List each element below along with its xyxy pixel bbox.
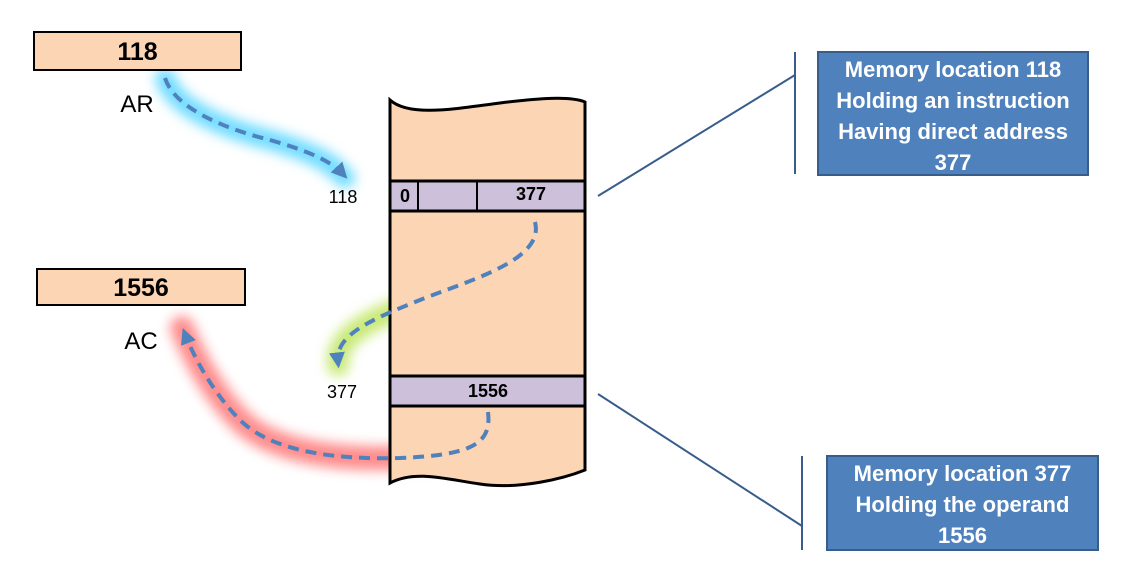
instruction-callout-line3: Having direct address <box>838 119 1068 144</box>
operand-callout-connector <box>597 393 803 527</box>
ar-to-memory-arrow <box>163 77 348 179</box>
operand-address-label: 377 <box>327 382 357 402</box>
ac-register-value: 1556 <box>113 274 169 302</box>
operand-to-ac-arrow <box>180 328 491 461</box>
ar-register-label: AR <box>120 91 153 118</box>
ar-register <box>33 31 242 71</box>
ac-register <box>36 268 246 306</box>
instruction-operand-address: 377 <box>516 184 546 204</box>
instruction-cell <box>388 179 587 213</box>
instruction-callout: Memory location 118 Holding an instructi… <box>817 51 1089 176</box>
instruction-mode-bit: 0 <box>400 186 410 206</box>
instruction-callout-line1: Memory location 118 <box>844 57 1062 82</box>
operand-callout: Memory location 377 Holding the operand … <box>826 455 1099 551</box>
operand-callout-line1: Memory location 377 <box>853 461 1072 486</box>
operand-value: 1556 <box>468 381 508 401</box>
instruction-callout-connector <box>597 74 796 197</box>
ar-arrow-glow <box>155 68 355 188</box>
ar-register-value: 118 <box>117 38 157 66</box>
instruction-callout-line2: Holding an instruction <box>836 88 1070 113</box>
memory-column <box>388 96 587 488</box>
instruction-callout-line4: 377 <box>934 150 972 175</box>
operand-callout-line3: 1556 <box>938 523 987 548</box>
operand-cell <box>388 374 587 408</box>
operand-callout-line2: Holding the operand <box>855 492 1070 517</box>
instruction-address-label: 118 <box>329 187 358 207</box>
ac-register-label: AC <box>124 328 157 355</box>
